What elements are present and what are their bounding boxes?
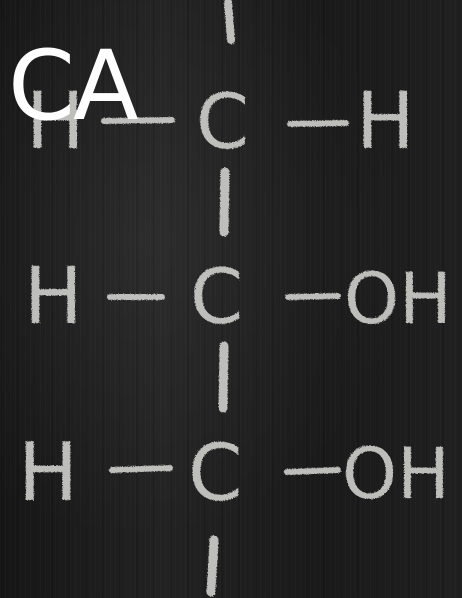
row3-carbon: C: [188, 429, 242, 519]
overlay-label: CA: [8, 30, 139, 142]
bond-row1-left: [101, 117, 175, 124]
bond-row3-left: [109, 465, 173, 473]
bond-row2-right: [285, 293, 341, 300]
row1-right-atom: H: [356, 77, 415, 167]
bond-bottom-vertical: [206, 535, 219, 597]
row1-left-atom: H: [26, 77, 85, 167]
bond-row3-right: [284, 467, 341, 475]
row2-right-group: OH: [344, 258, 452, 340]
bond-c2-c3: [218, 341, 229, 413]
row2-left-atom: H: [24, 252, 83, 342]
row3-left-atom: H: [18, 426, 78, 519]
bond-top-vertical: [224, 0, 235, 44]
row1-carbon: C: [196, 77, 249, 166]
row3-right-group: OH: [342, 433, 450, 515]
row2-carbon: C: [190, 252, 243, 341]
bond-row1-right: [287, 120, 349, 127]
bond-c1-c2: [219, 167, 230, 237]
